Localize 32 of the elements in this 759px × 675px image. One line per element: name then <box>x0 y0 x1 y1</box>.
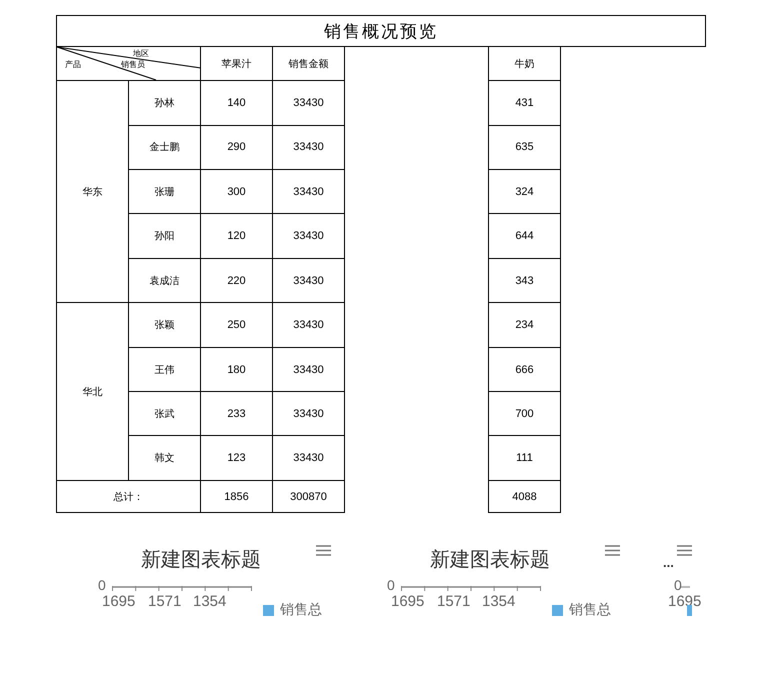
table-cell: 700 <box>488 391 561 436</box>
legend-label: 销售总 <box>280 602 322 616</box>
chart-title: ... <box>663 556 674 569</box>
table-cell: 431 <box>488 80 561 126</box>
header-label: 销售员 <box>121 59 145 70</box>
total-cell: 300870 <box>272 480 345 513</box>
table-cell: 635 <box>488 124 561 170</box>
total-label-cell: 总计： <box>56 480 201 513</box>
axis-label: 1695 <box>391 594 424 609</box>
table-cell: 111 <box>488 435 561 481</box>
total-cell: 4088 <box>488 480 561 513</box>
table-title: 销售概况预览 <box>56 15 706 47</box>
table-cell: 666 <box>488 347 561 392</box>
axis-label: 0 <box>98 578 106 592</box>
table-cell: 644 <box>488 213 561 259</box>
axis-label: 1695 <box>668 594 702 609</box>
table-cell: 343 <box>488 258 561 303</box>
axis-label: 0 <box>674 578 682 592</box>
legend-label: 销售总 <box>569 602 611 616</box>
axis-label: 1571 <box>148 594 182 609</box>
axis-label: 1354 <box>193 594 226 609</box>
column-header: 牛奶 <box>488 46 561 81</box>
axis-label: 0 <box>387 578 395 592</box>
chart-title: 新建图表标题 <box>430 550 550 570</box>
axis-label: 1354 <box>482 594 516 609</box>
header-label: 地区 <box>133 48 149 59</box>
table-cell: 234 <box>488 302 561 348</box>
header-label: 产品 <box>65 59 81 70</box>
axis-label: 1571 <box>437 594 470 609</box>
axis-label: 1695 <box>102 594 136 609</box>
table-cell: 324 <box>488 169 561 214</box>
chart-title: 新建图表标题 <box>141 550 261 570</box>
